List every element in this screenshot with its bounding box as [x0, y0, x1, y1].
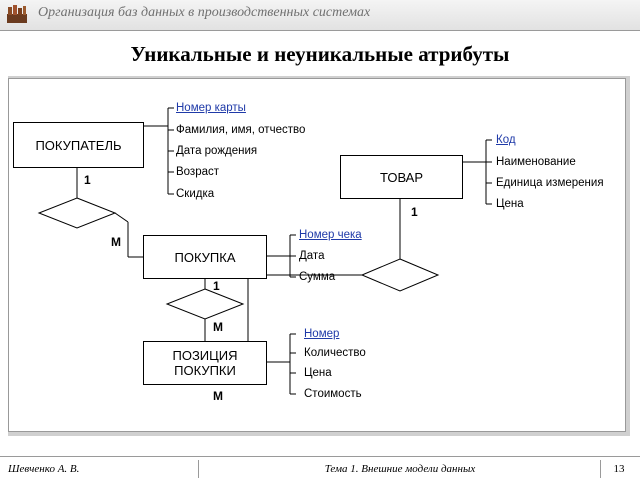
books-icon	[7, 5, 27, 23]
cardinality-position-many-from-purchase: М	[213, 320, 223, 334]
attr-product-unit: Единица измерения	[496, 177, 604, 189]
relationship-product-position	[360, 258, 440, 292]
attr-buyer-card-number: Номер карты	[176, 102, 246, 114]
footer-author: Шевченко А. В.	[8, 460, 199, 478]
cardinality-purchase-one: 1	[213, 279, 220, 293]
attr-buyer-age: Возраст	[176, 166, 220, 178]
course-title: Организация баз данных в производственны…	[38, 5, 371, 20]
page-number: 13	[600, 460, 637, 478]
attr-product-price: Цена	[496, 198, 524, 210]
attr-product-name: Наименование	[496, 156, 576, 168]
cardinality-position-many-from-product: М	[213, 389, 223, 403]
relationship-buyer-purchase	[37, 197, 117, 229]
footer-divider	[0, 456, 640, 457]
header-divider	[0, 30, 640, 31]
attr-purchase-date: Дата	[299, 250, 325, 262]
entity-purchase: ПОКУПКА	[143, 235, 267, 279]
cardinality-buyer-one: 1	[84, 173, 91, 187]
attr-buyer-full-name: Фамилия, имя, отчество	[176, 124, 306, 136]
cardinality-product-one: 1	[411, 205, 418, 219]
attr-buyer-birth-date: Дата рождения	[176, 145, 258, 157]
attr-position-number: Номер	[304, 328, 340, 340]
relationship-purchase-position	[165, 288, 245, 320]
attr-product-code: Код	[496, 134, 516, 146]
entity-buyer: ПОКУПАТЕЛЬ	[13, 122, 144, 168]
footer-topic: Тема 1. Внешние модели данных	[324, 463, 476, 475]
attr-purchase-receipt-number: Номер чека	[299, 229, 362, 241]
attr-position-quantity: Количество	[304, 347, 366, 359]
attr-purchase-sum: Сумма	[299, 271, 336, 283]
attr-buyer-discount: Скидка	[176, 188, 215, 200]
attr-position-price: Цена	[304, 367, 332, 379]
slide-title: Уникальные и неуникальные атрибуты	[130, 42, 510, 66]
entity-purchase-position: ПОЗИЦИЯ ПОКУПКИ	[143, 341, 267, 385]
header-bar	[0, 0, 640, 30]
entity-product: ТОВАР	[340, 155, 463, 199]
cardinality-purchase-many-from-buyer: М	[111, 235, 121, 249]
attr-position-cost: Стоимость	[304, 388, 362, 400]
